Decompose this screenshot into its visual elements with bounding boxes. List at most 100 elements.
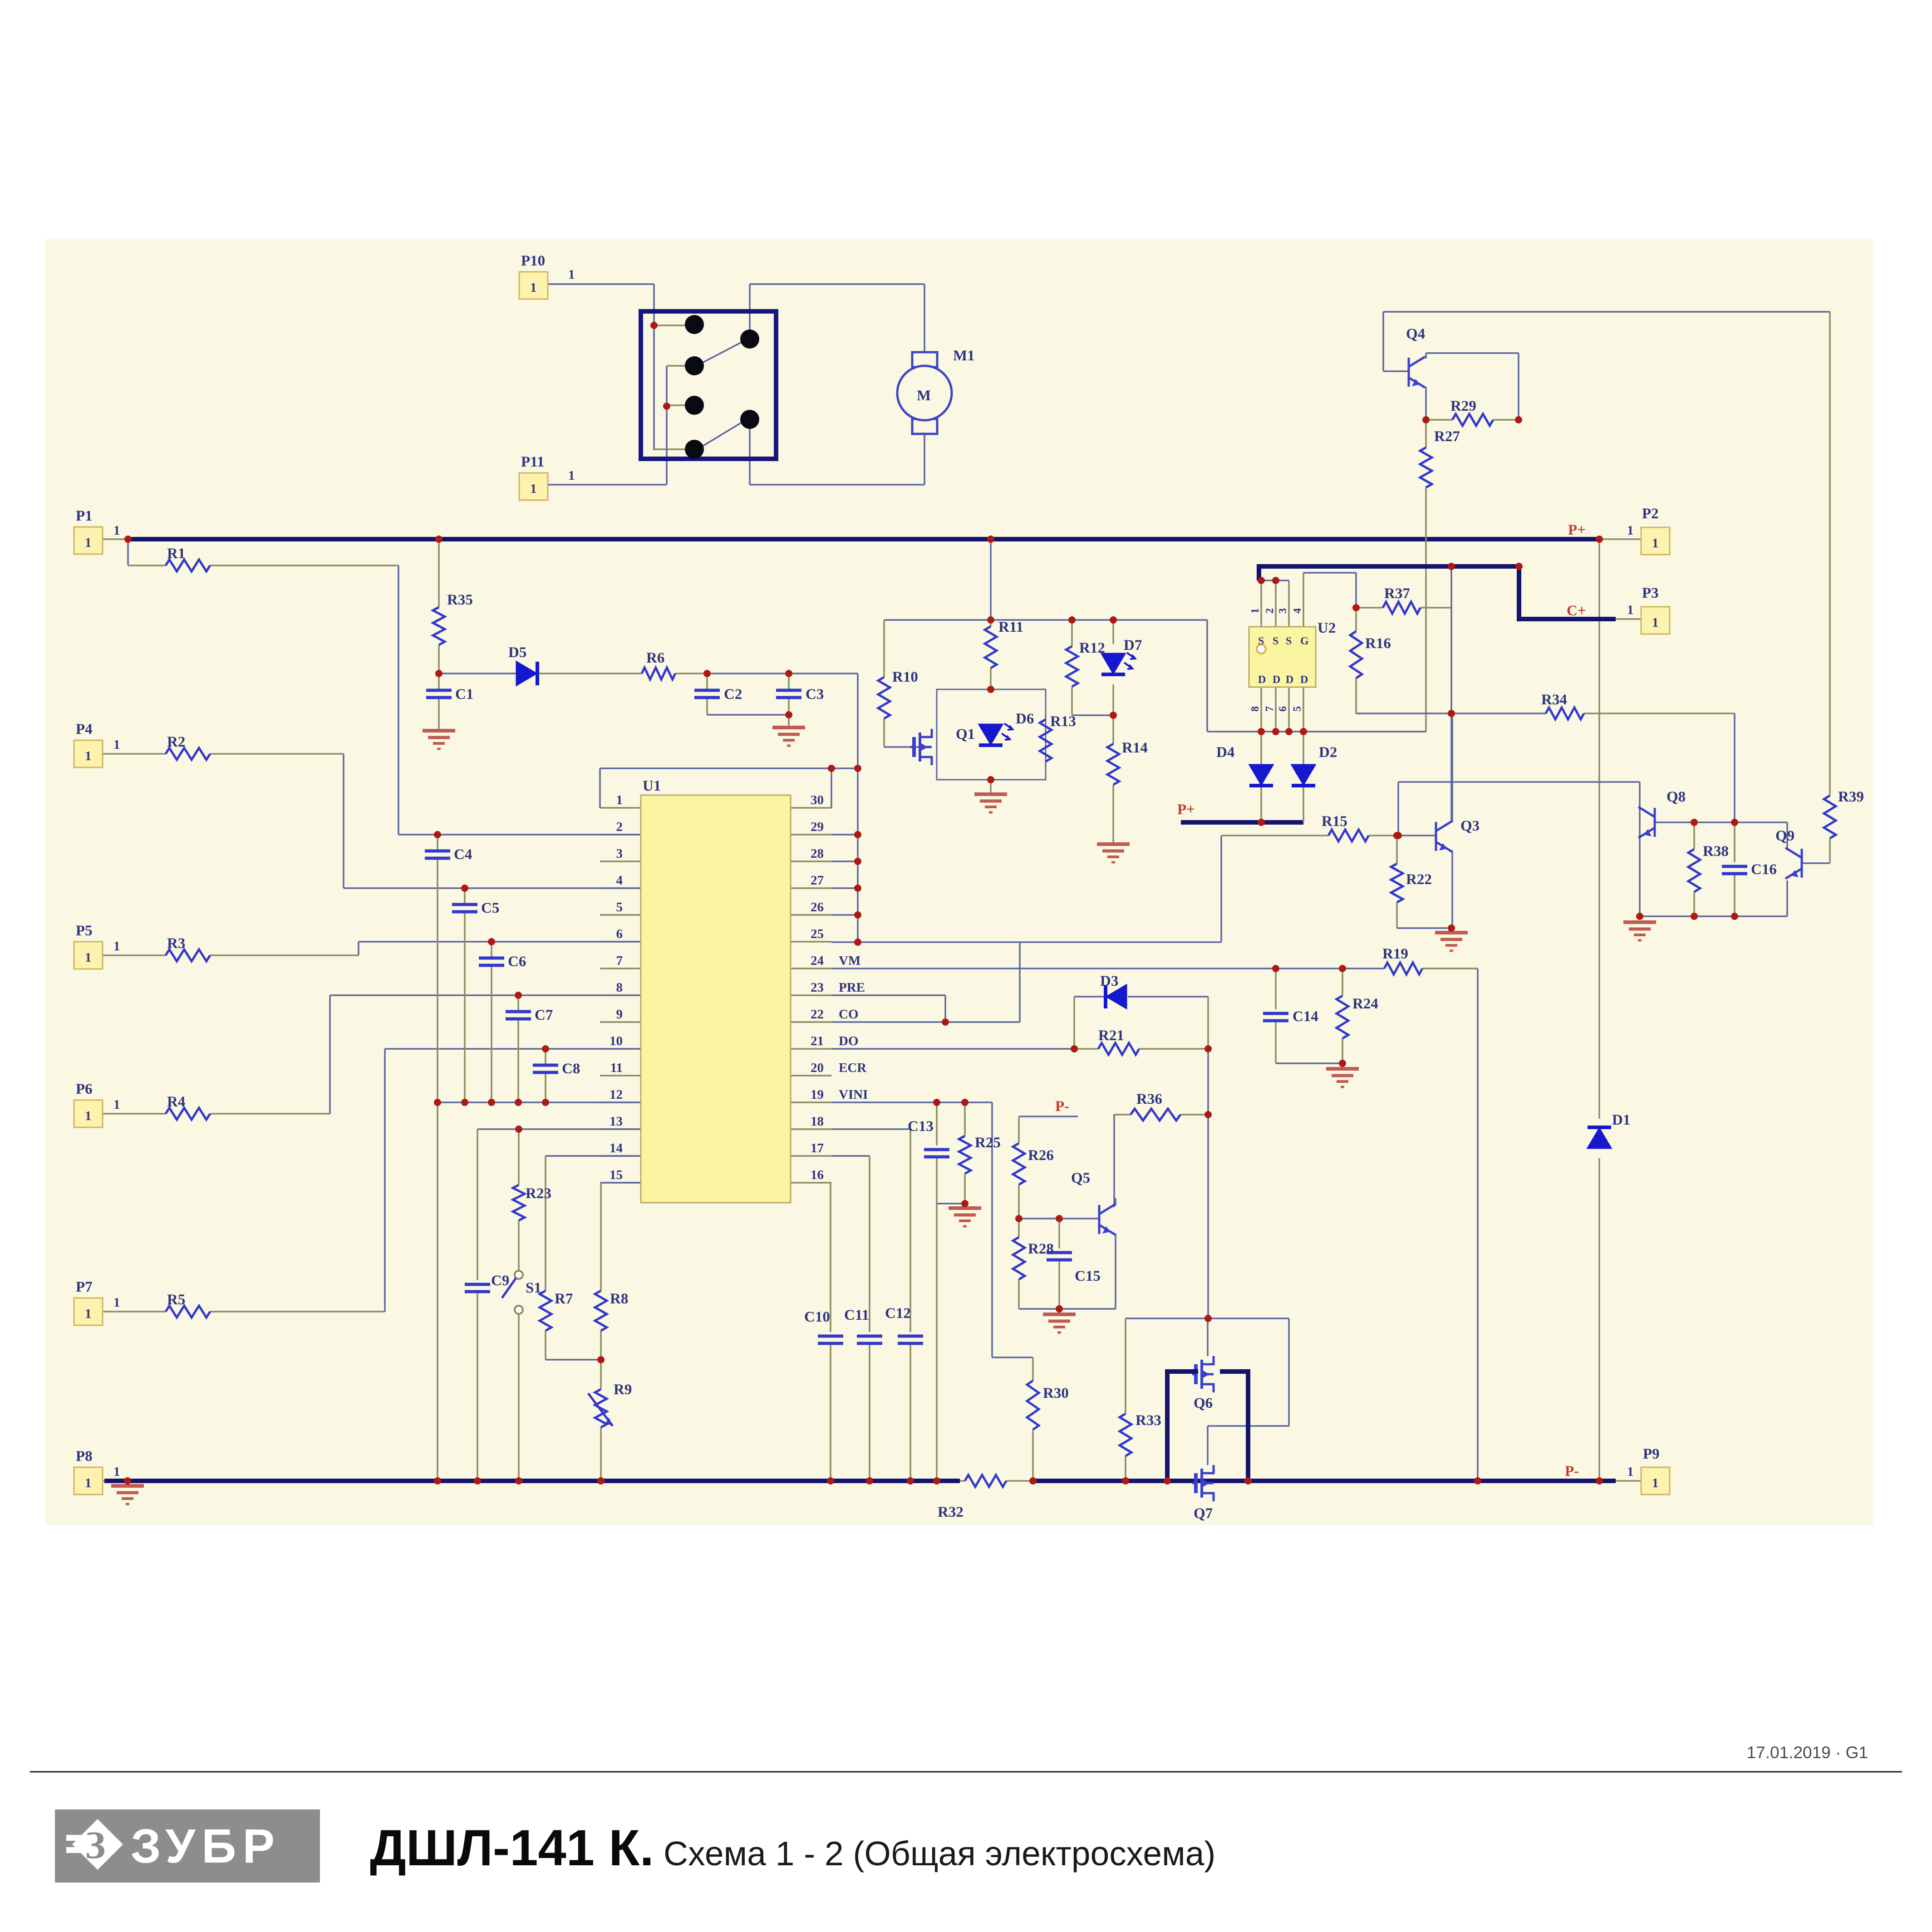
svg-text:1: 1 [1249,608,1261,614]
svg-text:17.01.2019 · G1: 17.01.2019 · G1 [1747,1743,1868,1762]
svg-text:4: 4 [1292,608,1303,614]
svg-text:Q5: Q5 [1071,1170,1090,1186]
svg-text:R9: R9 [614,1381,632,1398]
svg-text:Q4: Q4 [1406,326,1425,342]
svg-text:C14: C14 [1293,1008,1318,1025]
svg-text:R21: R21 [1098,1027,1124,1044]
svg-text:C9: C9 [491,1273,509,1289]
svg-text:1: 1 [113,1295,120,1310]
svg-text:M: M [917,388,931,404]
svg-text:3: 3 [616,846,623,861]
svg-text:1: 1 [85,950,92,965]
svg-text:ECR: ECR [839,1061,867,1075]
svg-text:DO: DO [839,1034,859,1048]
svg-text:1: 1 [113,523,120,538]
svg-text:R4: R4 [167,1094,185,1110]
svg-text:R3: R3 [167,935,185,952]
svg-text:1: 1 [1627,1465,1634,1479]
svg-text:PRE: PRE [839,980,865,995]
svg-text:1: 1 [568,468,575,483]
svg-text:R32: R32 [938,1504,964,1520]
svg-text:S: S [1273,635,1278,647]
svg-text:R30: R30 [1043,1385,1069,1401]
svg-text:U2: U2 [1317,620,1336,636]
svg-text:1: 1 [568,267,575,282]
svg-text:C16: C16 [1751,861,1777,878]
svg-text:C10: C10 [804,1309,830,1325]
svg-text:1: 1 [1652,536,1659,551]
svg-text:Q6: Q6 [1194,1395,1213,1411]
svg-text:S: S [1286,635,1292,647]
svg-text:D6: D6 [1016,711,1034,727]
svg-text:S: S [1258,635,1264,647]
svg-text:Q9: Q9 [1775,828,1794,844]
svg-text:P2: P2 [1642,506,1659,522]
svg-text:16: 16 [811,1168,824,1182]
svg-text:R5: R5 [167,1292,185,1308]
svg-text:R6: R6 [646,650,664,666]
svg-text:D: D [1273,674,1280,686]
svg-text:R22: R22 [1406,871,1432,888]
svg-text:R24: R24 [1352,996,1378,1012]
svg-text:R35: R35 [447,592,473,608]
svg-text:R36: R36 [1136,1091,1162,1107]
svg-text:R27: R27 [1434,428,1460,445]
svg-text:R16: R16 [1365,635,1391,652]
svg-text:D: D [1300,674,1308,686]
svg-text:R29: R29 [1450,398,1476,414]
svg-text:D4: D4 [1216,744,1234,761]
svg-text:CO: CO [839,1007,859,1022]
svg-text:R37: R37 [1384,585,1410,602]
svg-text:10: 10 [610,1034,623,1048]
svg-text:C+: C+ [1567,603,1586,619]
svg-text:24: 24 [811,954,824,968]
svg-text:P9: P9 [1643,1446,1660,1462]
svg-text:P11: P11 [521,454,544,470]
svg-text:P-: P- [1565,1463,1579,1480]
svg-text:R1: R1 [167,546,185,562]
svg-text:2: 2 [616,820,623,834]
svg-text:VINI: VINI [839,1087,868,1102]
svg-text:C5: C5 [481,900,499,916]
svg-text:P+: P+ [1177,801,1195,818]
svg-text:P6: P6 [76,1081,93,1097]
svg-text:19: 19 [811,1087,824,1102]
svg-text:1: 1 [113,737,120,752]
svg-text:U1: U1 [643,778,661,794]
svg-text:1: 1 [85,536,92,550]
svg-text:1: 1 [1652,615,1659,630]
svg-text:P7: P7 [76,1279,93,1295]
svg-text:C8: C8 [562,1061,580,1077]
svg-text:4: 4 [616,873,623,888]
svg-text:R14: R14 [1122,740,1148,756]
svg-text:ДШЛ-141 К.: ДШЛ-141 К. [370,1819,654,1876]
svg-text:8: 8 [1249,706,1261,712]
svg-text:12: 12 [610,1087,623,1102]
svg-text:29: 29 [811,820,824,834]
svg-text:2: 2 [1264,608,1276,614]
svg-text:C3: C3 [806,686,824,703]
svg-text:6: 6 [616,927,623,941]
svg-text:C13: C13 [908,1118,934,1135]
svg-text:1: 1 [85,1307,92,1321]
svg-text:28: 28 [811,846,824,861]
svg-text:Q3: Q3 [1460,818,1480,834]
svg-text:R10: R10 [892,669,918,685]
svg-text:17: 17 [811,1141,824,1155]
svg-text:C2: C2 [724,686,742,703]
svg-text:1: 1 [85,749,92,763]
svg-text:R13: R13 [1050,713,1076,730]
svg-text:18: 18 [811,1114,824,1129]
svg-text:P5: P5 [76,923,93,939]
svg-text:ЗУБР: ЗУБР [131,1819,281,1873]
svg-text:1: 1 [113,1097,120,1112]
svg-text:C4: C4 [454,846,472,863]
svg-text:G: G [1300,635,1309,647]
svg-text:1: 1 [113,1465,120,1479]
svg-text:1: 1 [616,793,623,807]
svg-text:R12: R12 [1079,640,1105,656]
svg-text:M1: M1 [953,348,975,364]
svg-text:14: 14 [610,1141,623,1155]
svg-text:D: D [1286,674,1293,686]
svg-text:13: 13 [610,1114,623,1129]
